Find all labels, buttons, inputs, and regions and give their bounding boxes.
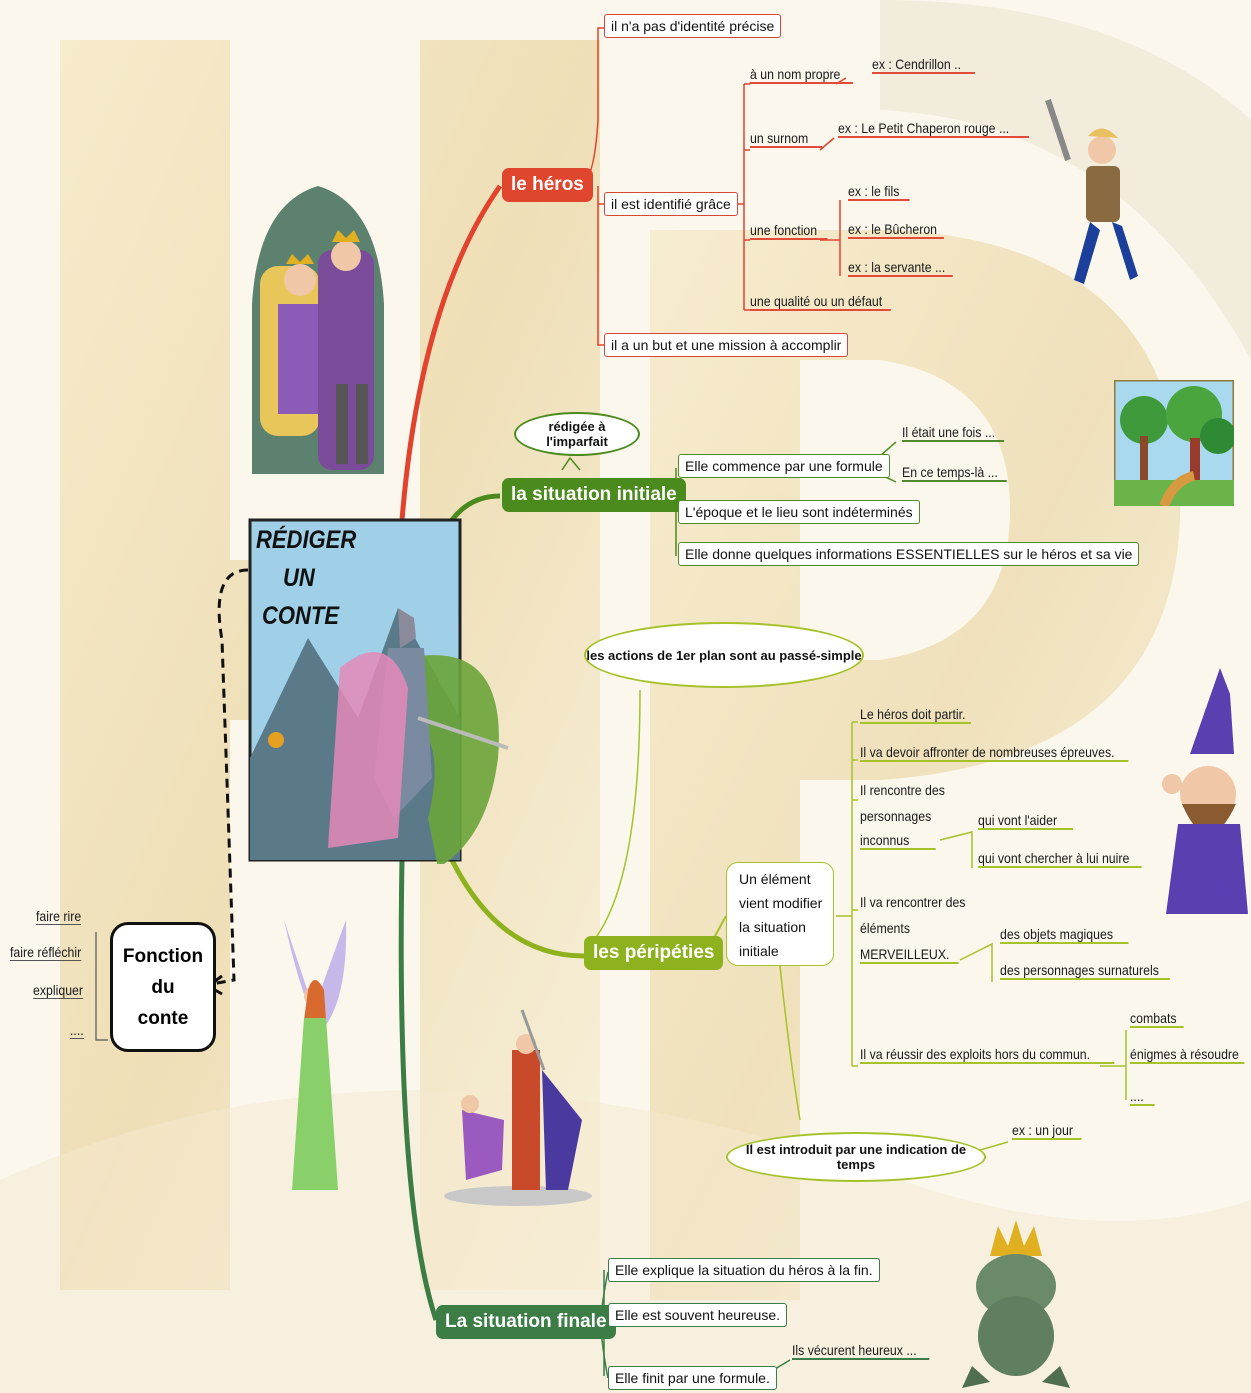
title-line-2: UN — [283, 564, 315, 592]
forest-illustration — [1114, 380, 1234, 506]
element-line-3: la situation — [739, 919, 806, 935]
wizard-illustration — [1162, 668, 1248, 914]
heros-ex-bucheron: ex : le Bûcheron — [848, 221, 945, 239]
node-situation-initiale[interactable]: la situation initiale — [502, 478, 686, 512]
bubble-passe-simple: les actions de 1er plan sont au passé-si… — [584, 622, 864, 688]
peripeties-rencontre-1: Il rencontre des — [860, 782, 945, 798]
peripeties-nuire: qui vont chercher à lui nuire — [978, 850, 1142, 868]
peripeties-rencontre-3: inconnus — [860, 832, 936, 850]
finale-vecurent: Ils vécurent heureux ... — [792, 1342, 929, 1360]
bubble-imparfait: rédigée à l'imparfait — [514, 412, 640, 456]
heros-but[interactable]: il a un but et une mission à accomplir — [604, 333, 849, 357]
heros-ex-chaperon: ex : Le Petit Chaperon rouge ... — [838, 120, 1029, 138]
initiale-epoque[interactable]: L'époque et le lieu sont indéterminés — [678, 500, 920, 524]
peripeties-combats: combats — [1130, 1010, 1184, 1028]
fonction-line-2: du — [151, 976, 175, 998]
element-line-2: vient modifier — [739, 895, 823, 911]
finale-explique[interactable]: Elle explique la situation du héros à la… — [608, 1258, 880, 1282]
node-les-peripeties[interactable]: les péripéties — [584, 936, 724, 970]
peripeties-surnaturels: des personnages surnaturels — [1000, 962, 1170, 980]
knight-sword-illustration — [1045, 99, 1138, 284]
main-knight-dragon-illustration — [248, 518, 509, 864]
peripeties-aider: qui vont l'aider — [978, 812, 1073, 830]
node-le-heros[interactable]: le héros — [502, 168, 593, 202]
fonction-item-dots: .... — [70, 1022, 84, 1039]
title-line-3: CONTE — [262, 602, 339, 630]
heros-ex-cendrillon: ex : Cendrillon .. — [872, 56, 976, 74]
fonction-item-expliquer: expliquer — [33, 982, 84, 999]
peripeties-rencontre-2: personnages — [860, 808, 932, 824]
frog-prince-illustration — [962, 1220, 1070, 1388]
heros-ex-fils: ex : le fils — [848, 183, 910, 201]
heros-identifie[interactable]: il est identifié grâce — [604, 192, 738, 216]
heros-fonction: une fonction — [750, 222, 828, 240]
peripeties-exploits: Il va réussir des exploits hors du commu… — [860, 1046, 1115, 1064]
heros-nom-propre: à un nom propre — [750, 66, 853, 84]
fairy-illustration — [284, 920, 347, 1190]
fonction-item-reflechir: faire réfléchir — [10, 944, 82, 961]
fonction-item-rire: faire rire — [36, 908, 82, 925]
initiale-il-etait: Il était une fois ... — [902, 424, 1004, 442]
initiale-en-ce-temps: En ce temps-là ... — [902, 464, 1007, 482]
fonction-du-conte-node[interactable]: Fonction du conte — [110, 922, 216, 1052]
element-line-1: Un élément — [739, 871, 811, 887]
element-line-4: initiale — [739, 943, 779, 959]
bubble-indication-temps: Il est introduit par une indication de t… — [726, 1132, 986, 1182]
peripeties-enigmes: énigmes à résoudre — [1130, 1046, 1245, 1064]
node-situation-finale[interactable]: La situation finale — [436, 1305, 616, 1339]
initiale-donne[interactable]: Elle donne quelques informations ESSENTI… — [678, 542, 1140, 566]
peripeties-objets: des objets magiques — [1000, 926, 1129, 944]
peripeties-partir: Le héros doit partir. — [860, 706, 971, 724]
fighters-illustration — [444, 1009, 592, 1206]
heros-identite[interactable]: il n'a pas d'identité précise — [604, 14, 782, 38]
heros-ex-servante: ex : la servante ... — [848, 259, 953, 277]
peripeties-element[interactable]: Un élément vient modifier la situation i… — [726, 862, 834, 966]
title-line-1: RÉDIGER — [256, 526, 357, 554]
peripeties-merveilleux-1: Il va rencontrer des — [860, 894, 966, 910]
peripeties-affronter: Il va devoir affronter de nombreuses épr… — [860, 744, 1129, 762]
heros-surnom: un surnom — [750, 130, 823, 148]
peripeties-dots: .... — [1130, 1088, 1155, 1106]
fonction-line-1: Fonction — [122, 945, 204, 967]
initiale-formule[interactable]: Elle commence par une formule — [678, 454, 890, 478]
king-queen-illustration — [252, 186, 384, 474]
peripeties-ex-jour: ex : un jour — [1012, 1122, 1082, 1140]
peripeties-merveilleux-3: MERVEILLEUX. — [860, 946, 959, 964]
finale-formule[interactable]: Elle finit par une formule. — [608, 1366, 777, 1390]
peripeties-merveilleux-2: éléments — [860, 920, 910, 936]
fonction-line-3: conte — [137, 1007, 189, 1029]
finale-heureuse[interactable]: Elle est souvent heureuse. — [608, 1303, 787, 1327]
heros-qualite: une qualité ou un défaut — [750, 293, 892, 311]
